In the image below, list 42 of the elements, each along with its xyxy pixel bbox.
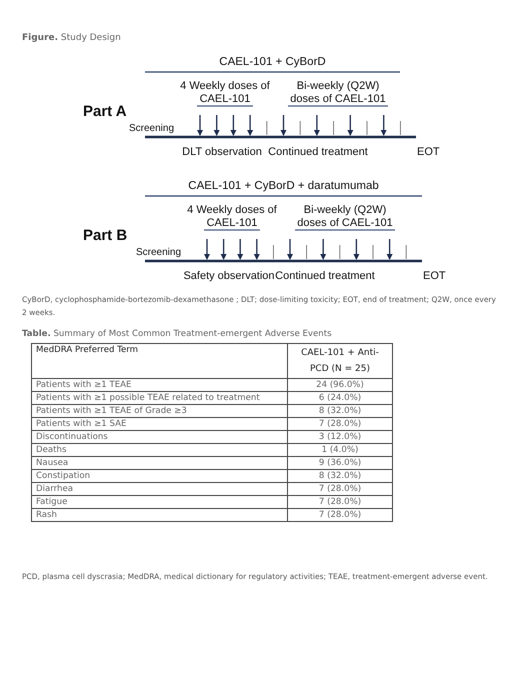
row-label: Rash [36,510,57,520]
row-label: Patients with ≥1 possible TEAE related to treatment [36,393,260,403]
row-label: Diarrhea [36,484,74,494]
row-label: Patients with ≥1 TEAE [36,380,132,390]
row-label: Patients with ≥1 SAE [36,419,126,429]
value-text: 8 (32.0%) [318,471,362,481]
end-label: EOT [423,270,446,282]
part-label: Part A [83,103,127,120]
column-header: CAEL-101 + Anti-PCD (N = 25) [300,347,380,376]
value-text: 8 (32.0%) [318,406,362,416]
period-label: DLT observation [182,146,262,158]
row-label: Nausea [36,458,68,468]
value-text: 7 (28.0%) [318,497,362,507]
row-label: Constipation [36,471,90,481]
value-text: 3 (12.0%) [318,432,362,442]
part-label: Part B [83,227,128,244]
dose-label: 4 Weekly doses of CAEL-101 [187,204,277,230]
value-text: 7 (28.0%) [318,510,362,520]
row-label: Patients with ≥1 TEAE of Grade ≥3 [36,406,187,416]
row-label: Deaths [36,445,66,455]
value-text: 6 (24.0%) [318,393,362,403]
figure-title: Figure. Study Design [22,33,121,43]
value-text: 7 (28.0%) [318,419,362,429]
period-label: Continued treatment [275,270,375,282]
dose-label: Bi-weekly (Q2W) doses of CAEL-101 [296,204,394,230]
value-text: 1 (4.0%) [320,445,360,455]
period-label: Continued treatment [268,146,368,158]
dose-label: 4 Weekly doses of CAEL-101 [180,80,270,106]
phase-label: Screening [129,123,174,134]
dose-label: Bi-weekly (Q2W) doses of CAEL-101 [289,80,387,106]
value-text: 9 (36.0%) [318,458,362,468]
row-label: Fatigue [36,497,68,507]
value-text: 7 (28.0%) [318,484,362,494]
period-label: Safety observation [183,270,275,282]
value-text: 24 (96.0%) [315,380,365,390]
row-label: Discontinuations [36,432,108,442]
end-label: EOT [417,146,440,158]
table-title: Table. Summary of Most Common Treatment-emergent Adverse Events [22,329,332,339]
regimen-label: CAEL-101 + CyBorD + daratumumab [188,180,379,192]
regimen-label: CAEL-101 + CyBorD [219,56,326,68]
column-header: MedDRA Preferred Term [36,345,138,355]
phase-label: Screening [136,247,182,258]
